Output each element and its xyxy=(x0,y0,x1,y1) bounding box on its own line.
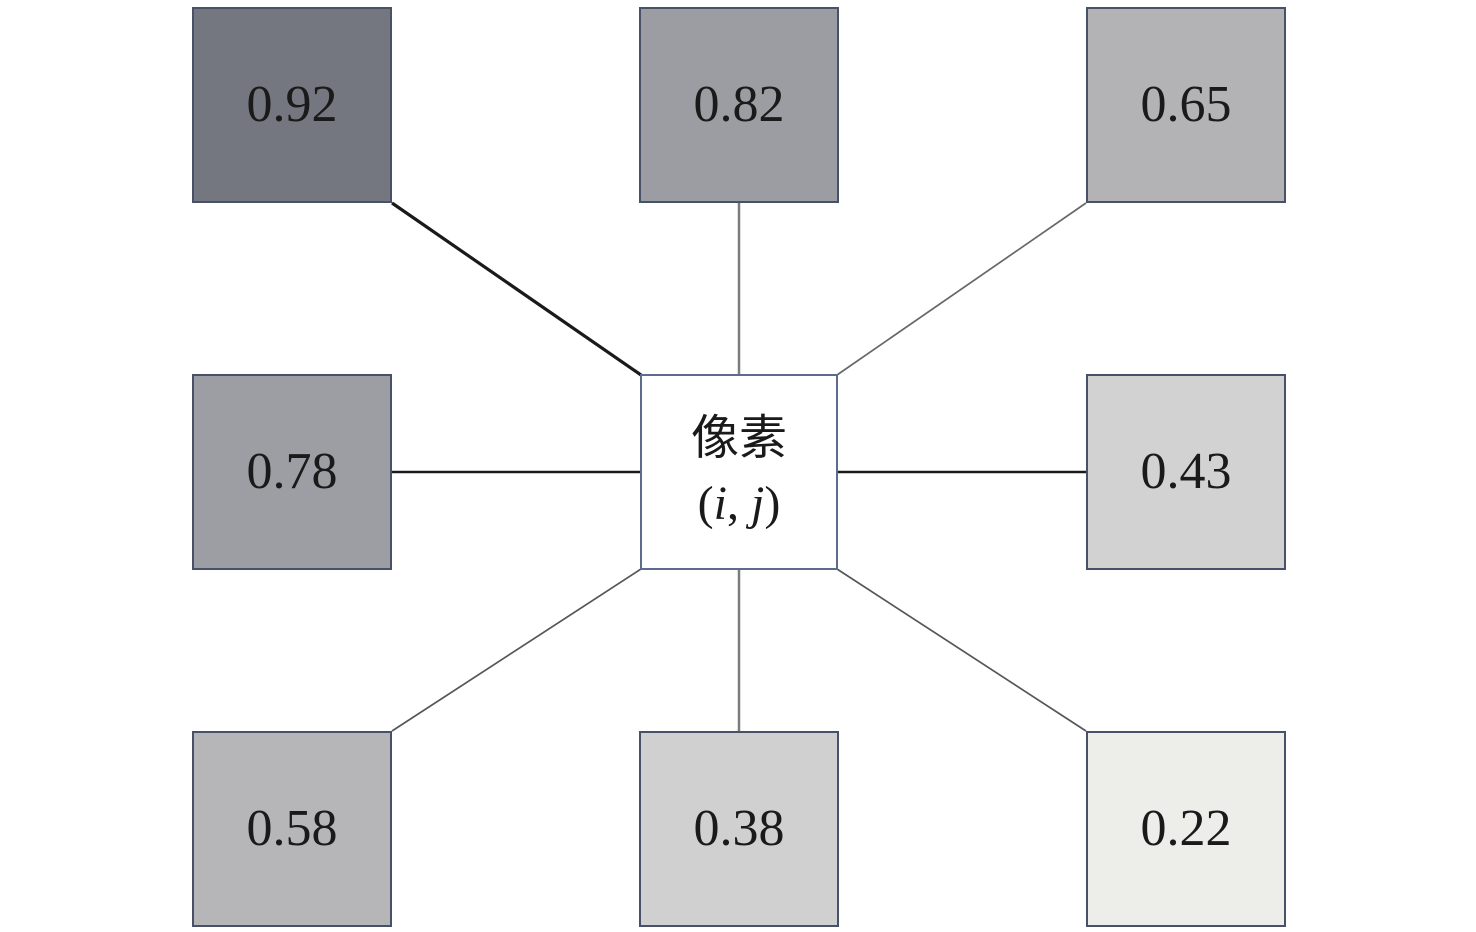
neighbor-value: 0.92 xyxy=(246,76,338,133)
center-pixel-label: 像素 xyxy=(690,412,787,466)
neighbor-value: 0.78 xyxy=(246,443,338,500)
center-pixel-coordinates: (i, j) xyxy=(697,477,781,530)
center-pixel-node: 像素 (i, j) xyxy=(640,374,838,570)
edge-bottom-left xyxy=(391,568,642,732)
neighbor-box-top-right: 0.65 xyxy=(1086,7,1286,203)
neighbor-box-bottom-left: 0.58 xyxy=(192,731,392,927)
neighbor-box-bottom-center: 0.38 xyxy=(639,731,839,927)
neighbor-box-mid-left: 0.78 xyxy=(192,374,392,570)
neighbor-value: 0.38 xyxy=(693,800,785,857)
edge-top-left xyxy=(391,201,642,377)
edge-bottom-right xyxy=(836,568,1087,732)
neighbor-value: 0.22 xyxy=(1140,800,1232,857)
edge-top-right xyxy=(836,202,1087,376)
neighbor-value: 0.82 xyxy=(693,76,785,133)
neighbor-box-top-center: 0.82 xyxy=(639,7,839,203)
neighbor-box-mid-right: 0.43 xyxy=(1086,374,1286,570)
neighbor-value: 0.58 xyxy=(246,800,338,857)
neighbor-value: 0.65 xyxy=(1140,76,1232,133)
neighbor-box-bottom-right: 0.22 xyxy=(1086,731,1286,927)
neighbor-box-top-left: 0.92 xyxy=(192,7,392,203)
neighbor-value: 0.43 xyxy=(1140,443,1232,500)
